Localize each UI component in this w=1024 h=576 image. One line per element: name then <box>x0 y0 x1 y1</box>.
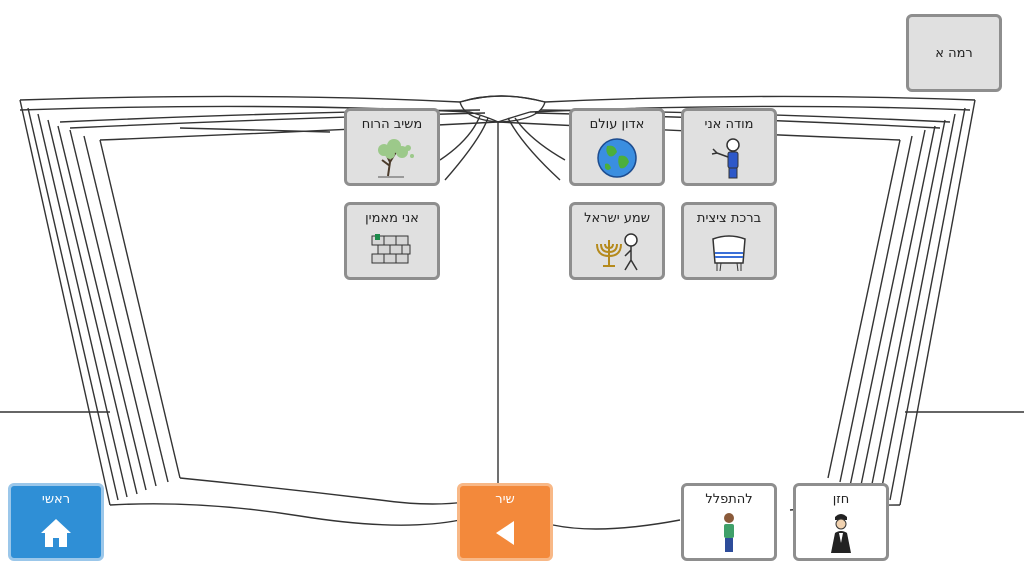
praying-person-icon <box>717 507 741 558</box>
birkat-tzitzit-button[interactable]: ברכת ציצית <box>681 202 777 280</box>
home-icon <box>39 507 73 558</box>
modeh-ani-button[interactable]: מודה אני <box>681 108 777 186</box>
cantor-icon <box>827 507 855 558</box>
birkat-tzitzit-label: ברכת ציצית <box>696 211 762 226</box>
cantor-label: חזן <box>832 492 850 507</box>
mashiv-haruach-button[interactable]: משיב הרוח <box>344 108 440 186</box>
pray-label: להתפלל <box>705 492 753 507</box>
modeh-ani-label: מודה אני <box>704 117 754 132</box>
ani-maamin-button[interactable]: אני מאמין <box>344 202 440 280</box>
pray-button[interactable]: להתפלל <box>681 483 777 561</box>
level-label: רמה א <box>935 45 973 61</box>
tallit-icon <box>705 226 753 277</box>
play-back-icon <box>492 507 518 558</box>
home-button[interactable]: ראשי <box>8 483 104 561</box>
shema-yisrael-label: שמע ישראל <box>584 211 650 226</box>
adon-olam-label: אדון עולם <box>589 117 645 132</box>
windy-tree-icon <box>368 132 416 183</box>
menorah-person-icon <box>591 226 643 277</box>
western-wall-icon <box>368 226 416 277</box>
level-button[interactable]: רמה א <box>906 14 1002 92</box>
shema-yisrael-button[interactable]: שמע ישראל <box>569 202 665 280</box>
ani-maamin-label: אני מאמין <box>365 211 419 226</box>
song-label: שיר <box>495 492 515 507</box>
cantor-button[interactable]: חזן <box>793 483 889 561</box>
globe-icon <box>595 132 639 183</box>
home-label: ראשי <box>41 492 71 507</box>
mashiv-haruach-label: משיב הרוח <box>361 117 423 132</box>
person-gesturing-icon <box>707 132 751 183</box>
song-button[interactable]: שיר <box>457 483 553 561</box>
adon-olam-button[interactable]: אדון עולם <box>569 108 665 186</box>
